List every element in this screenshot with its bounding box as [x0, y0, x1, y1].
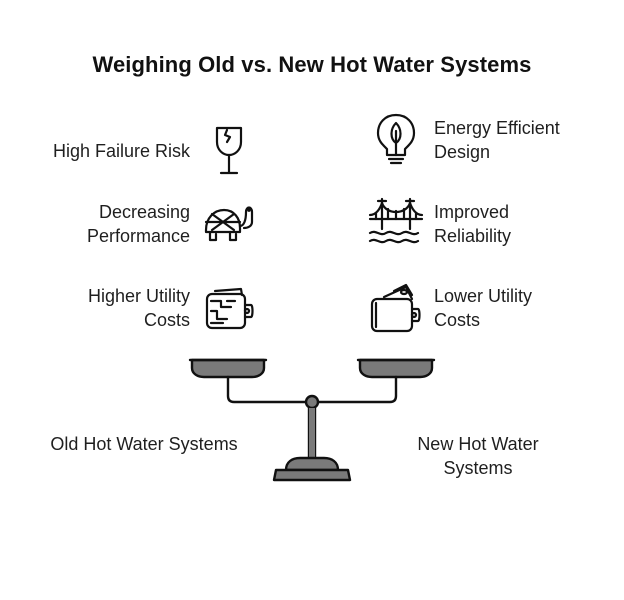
right-item-label-1: Energy Efficient Design: [434, 118, 560, 162]
left-item-label-3: Higher Utility Costs: [87, 286, 190, 330]
stand-base: [272, 468, 352, 482]
old-systems-label: Old Hot Water Systems: [50, 434, 238, 454]
lightbulb-leaf-icon: [368, 111, 424, 167]
stand-dome: [284, 456, 340, 472]
bridge-icon: [368, 195, 424, 251]
right-arm: [316, 375, 398, 404]
right-item-label-3: Lower Utility Costs: [434, 286, 533, 330]
right-pan: [356, 358, 436, 379]
left-item-label-2: Decreasing Performance: [86, 202, 190, 246]
diagram-title: Weighing Old vs. New Hot Water Systems: [92, 52, 532, 77]
left-item-label-1: High Failure Risk: [52, 141, 190, 161]
wallet-icon: [201, 281, 257, 337]
left-pan: [188, 358, 268, 379]
wallet-money-icon: [368, 281, 424, 337]
new-systems-label: New Hot Water Systems: [417, 434, 539, 478]
pivot: [304, 394, 320, 410]
broken-glass-icon: [201, 122, 257, 178]
balance-scale: [180, 350, 444, 490]
left-arm: [226, 375, 308, 404]
turtle-icon: [200, 196, 256, 252]
right-item-label-2: Improved Reliability: [434, 202, 512, 246]
